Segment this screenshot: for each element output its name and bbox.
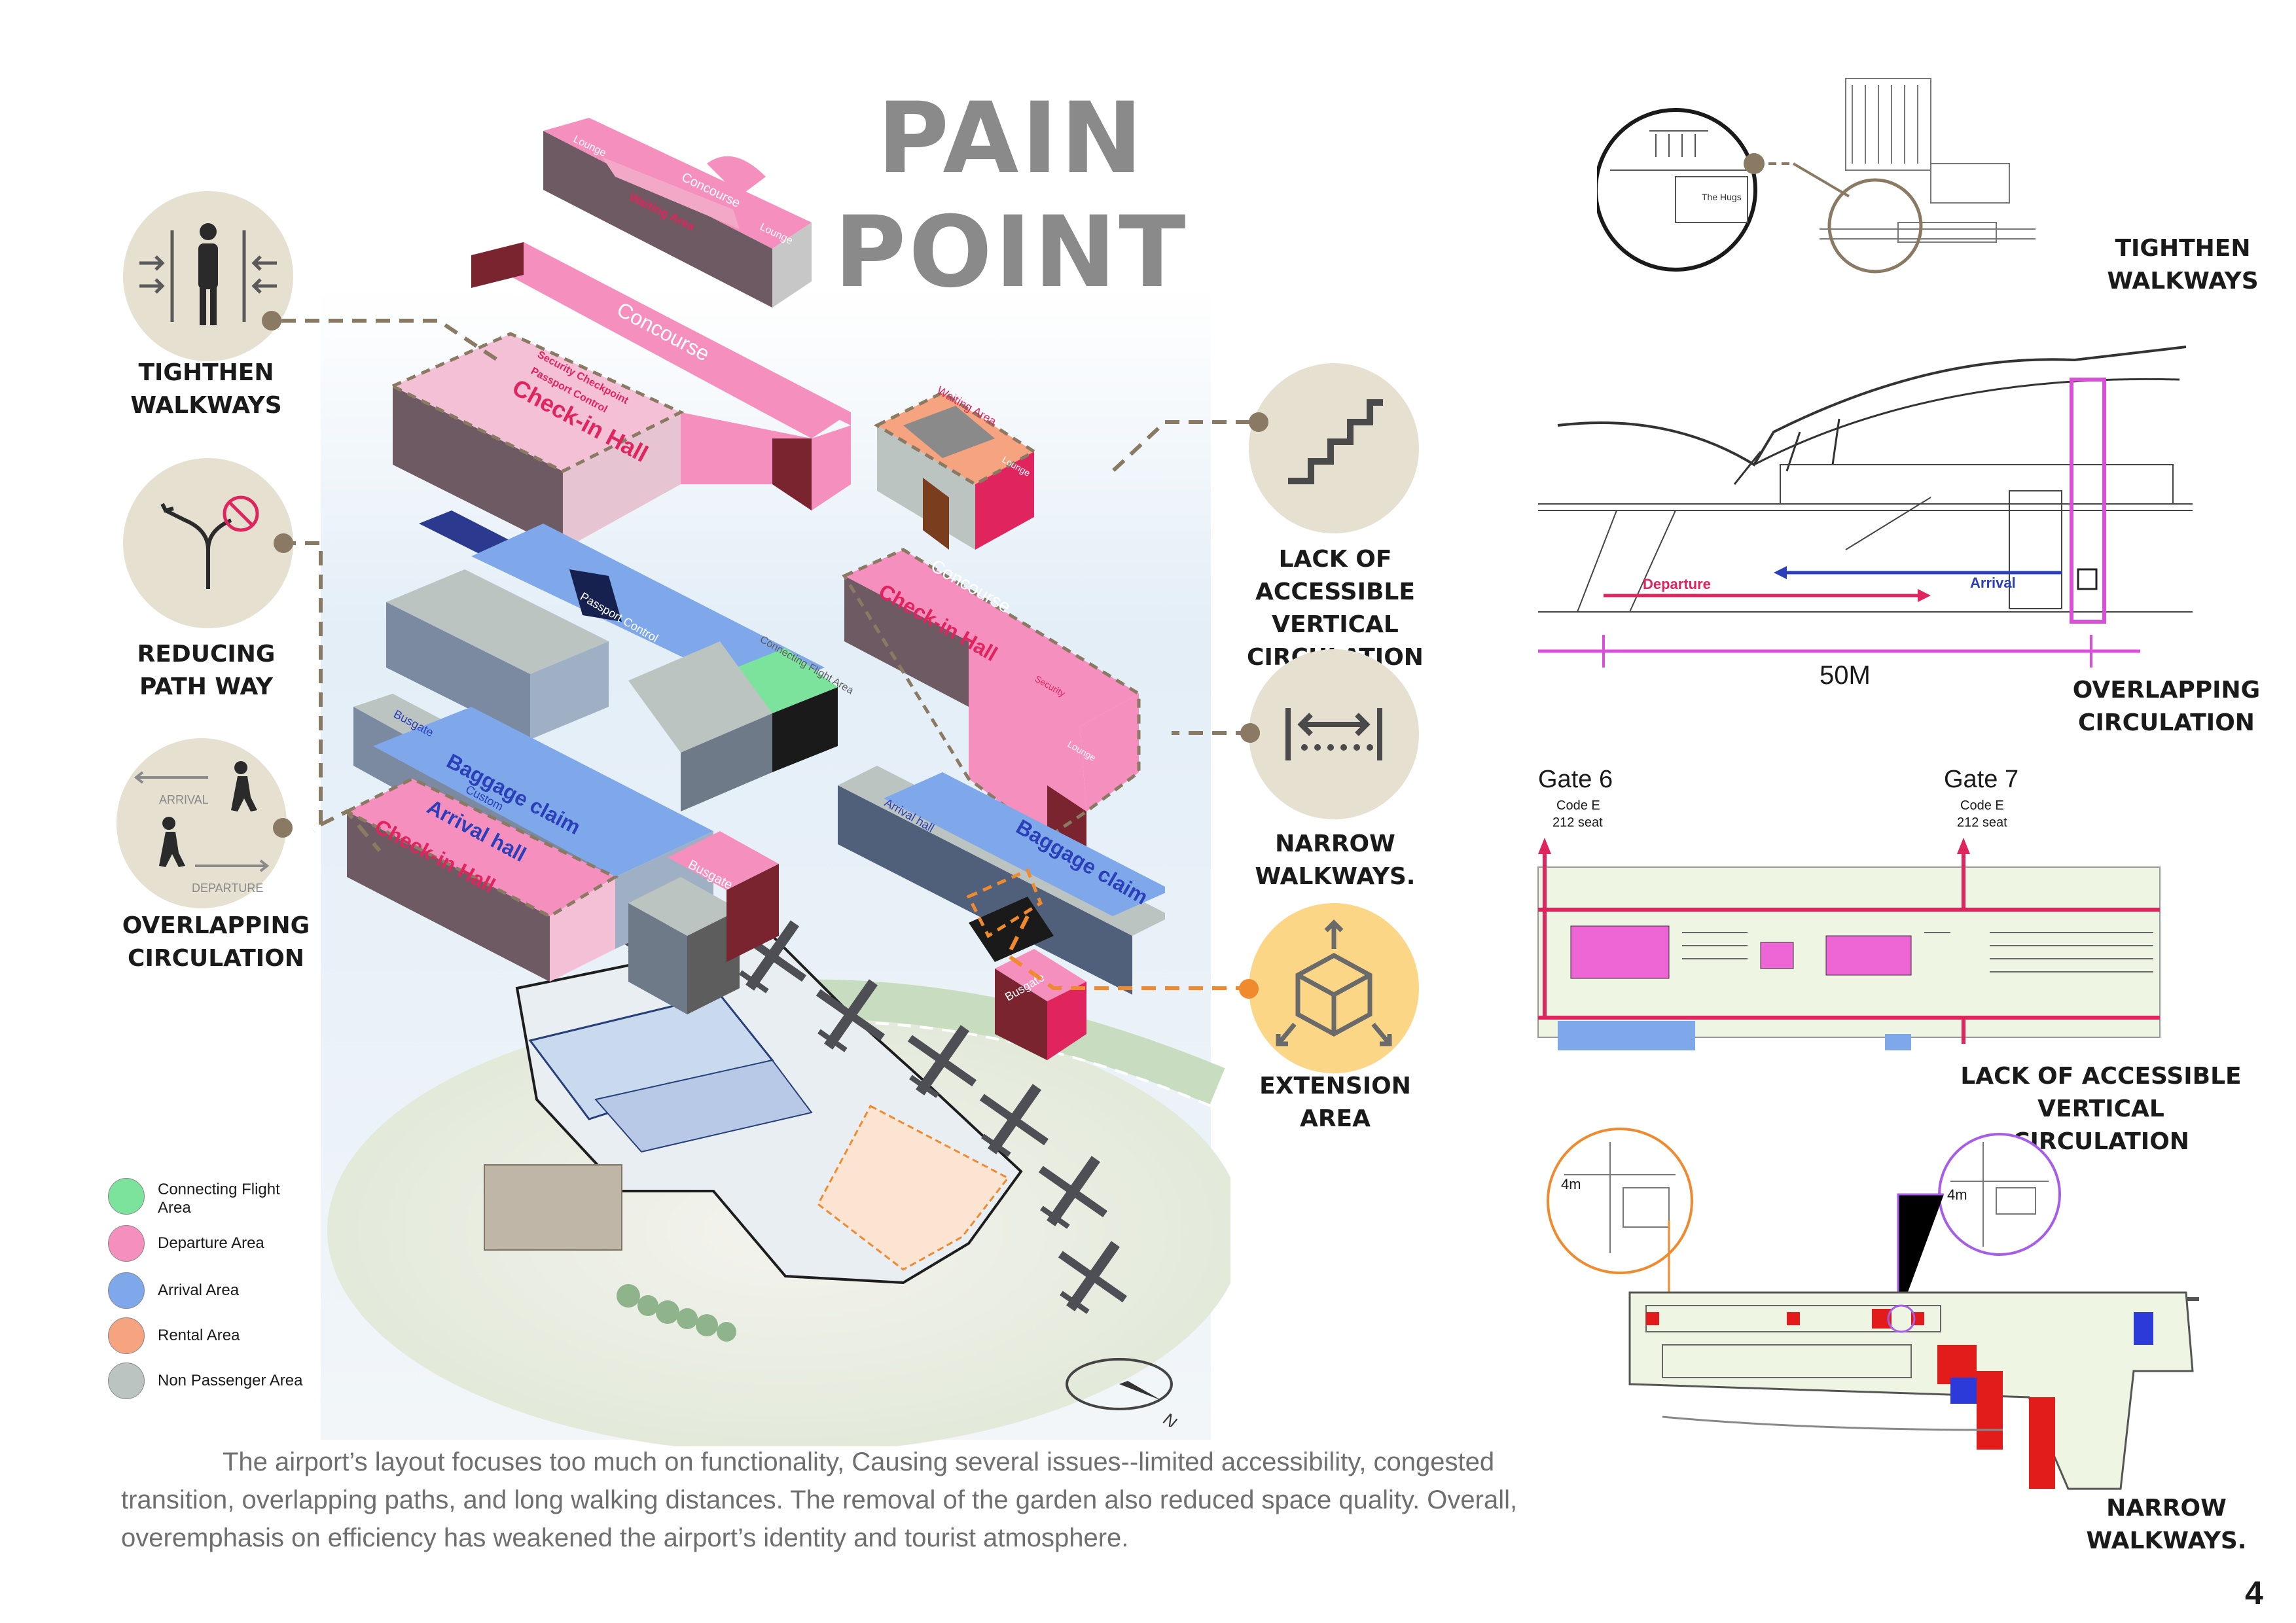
block-checkin-concourse: Concourse Security Checkpoint Passport C… <box>389 242 851 550</box>
width-measure-icon <box>1285 708 1382 760</box>
block-top: Lounge Concourse Waiting Area Lounge <box>543 118 812 308</box>
icon-circle-narrow <box>1249 649 1419 819</box>
icon-circle-overlapping: ARRIVAL DEPARTURE <box>117 738 287 908</box>
legend-label: Departure Area <box>158 1234 264 1252</box>
plan-detail-top: The Hugs <box>1597 78 2036 274</box>
dimension-4m-left: 4m <box>1561 1176 1581 1192</box>
vertical-core-highlight <box>2070 378 2106 624</box>
trees <box>617 1284 736 1342</box>
program-blocks: Lounge Concourse Waiting Area Lounge Con… <box>343 118 1165 1060</box>
walkway-squeeze-icon <box>139 223 277 325</box>
icon-circle-tighten <box>123 191 293 361</box>
legend-swatch <box>108 1225 145 1262</box>
legend-label: Connecting Flight Area <box>158 1181 280 1217</box>
block-baggage-right: Arrival hall Baggage claim Busgate <box>838 766 1165 1060</box>
legend-label: Arrival Area <box>158 1281 240 1299</box>
connector-dot-reducing <box>274 533 293 553</box>
legend-swatch <box>108 1178 145 1215</box>
plan-label-hugs: The Hugs <box>1702 192 1742 202</box>
gate-6-code: Code E <box>1556 798 1600 813</box>
gate-7-name: Gate 7 <box>1944 766 2019 793</box>
section-drawing: Departure Arrival 50M <box>1538 346 2193 687</box>
connector-lines <box>281 319 1250 990</box>
expand-box-icon <box>1276 919 1392 1046</box>
dimension-4m-right: 4m <box>1947 1186 1967 1203</box>
gate-6-seats: 212 seat <box>1552 815 1603 830</box>
connector-dot-tighten <box>262 311 281 330</box>
compass: N <box>1066 1358 1181 1427</box>
legend-label: Non Passenger Area <box>158 1372 303 1389</box>
block-passport: Passport Control Connecting Flight Area <box>386 510 855 812</box>
icon-departure-text: DEPARTURE <box>192 882 263 895</box>
section-arrival: Arrival <box>1970 575 2016 591</box>
stairs-icon <box>1288 399 1383 484</box>
connector-dot-overlapping <box>273 818 293 838</box>
description-caption: The airport’s layout focuses too much on… <box>121 1448 1518 1552</box>
icon-circle-reducing <box>123 458 293 628</box>
connector-dot-extension <box>1239 979 1259 999</box>
terminal-plan-bottom: 4m 4m <box>1547 1128 2199 1490</box>
legend-swatch <box>108 1363 145 1399</box>
legend-label: Rental Area <box>158 1327 240 1344</box>
gate-7-code: Code E <box>1960 798 2004 813</box>
icon-circle-vertical <box>1249 363 1419 533</box>
gate-6-name: Gate 6 <box>1538 766 1613 793</box>
icon-arrival-text: ARRIVAL <box>159 793 209 806</box>
icon-circle-extension <box>1249 903 1419 1073</box>
gate-7-seats: 212 seat <box>1957 815 2007 830</box>
elevator-icon <box>2077 568 2098 590</box>
compass-needle-icon <box>1119 1381 1162 1400</box>
section-dimension: 50M <box>1820 661 1871 687</box>
connector-dot-vertical <box>1249 412 1268 432</box>
connector-dot-narrow <box>1240 723 1260 743</box>
split-path-icon <box>160 495 259 589</box>
legend-swatch <box>108 1317 145 1354</box>
opposing-walkers-icon: ARRIVAL DEPARTURE <box>134 761 270 895</box>
compass-north: N <box>1159 1410 1181 1427</box>
block-baggage-left: Busgate Baggage claim Custom Arrival hal… <box>343 694 779 1014</box>
gates-plan <box>1537 838 2161 1050</box>
page-number: 4 <box>2245 1575 2263 1611</box>
section-departure: Departure <box>1643 576 1711 592</box>
legend-swatch <box>108 1272 145 1309</box>
